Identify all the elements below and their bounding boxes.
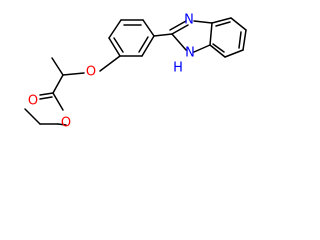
bond [209,44,226,58]
bond [193,44,211,53]
double-bond [138,36,149,53]
double-bond [238,31,242,49]
imidazole-ring [169,20,213,53]
ester-oxygen-label: O [61,116,71,131]
nitrogen-atom-label: N [185,46,195,61]
bond [171,33,187,51]
double-bond [215,21,231,27]
bond [141,35,155,57]
bond [224,49,244,58]
bond [24,108,41,125]
bond [171,24,189,35]
bond [108,37,121,57]
bond [52,92,64,111]
ether-oxygen-label: O [86,65,96,80]
bond [57,123,67,126]
bond [99,55,121,72]
double-bond [169,20,187,31]
nitrogen-atom-label: N [184,13,194,28]
bond [209,22,213,46]
bond [142,19,155,37]
chemical-structure: N N H O O O [24,13,247,131]
bond [153,33,173,37]
double-bond [113,37,124,53]
bond [193,20,213,24]
double-bond [39,96,53,100]
bond [108,19,122,39]
bond [51,57,64,76]
bond [52,74,64,94]
bond [230,17,247,31]
phenyl-ring [108,19,173,57]
carbonyl-oxygen-label: O [28,94,38,109]
bond [62,72,85,76]
bond [39,92,54,96]
double-bond [212,43,225,53]
bond [242,29,247,51]
hydrogen-atom-label: H [173,61,183,76]
propanoate-chain [24,55,121,126]
bond [211,17,232,24]
benzimidazole-benzene-ring [209,17,247,58]
